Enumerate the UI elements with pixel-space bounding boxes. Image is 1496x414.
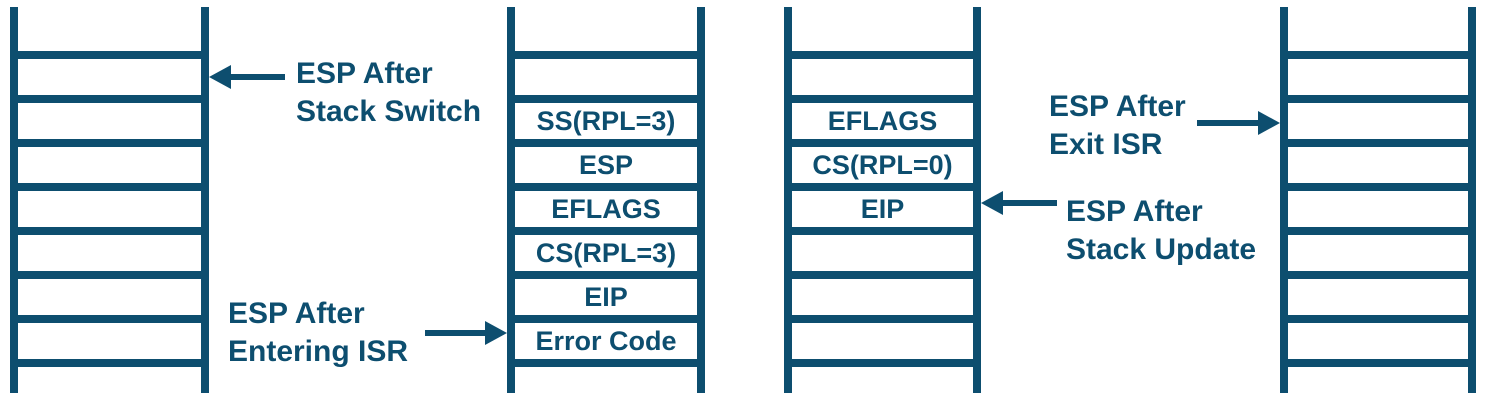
stack-rung <box>792 359 973 367</box>
stack-cell-eip: EIP <box>584 282 628 312</box>
stack-rung <box>18 51 201 59</box>
stack-rung <box>1288 51 1468 59</box>
stack-rung <box>1288 227 1468 235</box>
stack-rung <box>792 139 973 147</box>
stack-cell <box>18 147 201 183</box>
stack-cell <box>1288 323 1468 359</box>
stack-cell <box>1288 147 1468 183</box>
stack-rung <box>18 227 201 235</box>
stack-cell-ss: SS(RPL=3) <box>536 106 676 136</box>
stack-cell-error-code: Error Code <box>535 326 677 356</box>
stack-rung <box>1288 359 1468 367</box>
arrow-shaft <box>231 74 285 80</box>
callout-line: ESP After <box>296 57 433 90</box>
stack-rung <box>18 359 201 367</box>
stack-cell <box>18 323 201 359</box>
stack-cell <box>18 103 201 139</box>
stack-rung <box>18 315 201 323</box>
stack-cell <box>1288 235 1468 271</box>
stack-rung <box>515 139 697 147</box>
stack-open-bottom <box>18 367 201 393</box>
arrowhead-right-icon <box>1258 111 1280 135</box>
arrowhead-left-icon <box>209 65 231 89</box>
stack-open-top <box>515 7 697 51</box>
stack-rung <box>515 315 697 323</box>
stack-rung <box>792 183 973 191</box>
stack-rung <box>1288 183 1468 191</box>
stack-rung <box>1288 315 1468 323</box>
stack-cell-cs: CS(RPL=3) <box>535 238 677 268</box>
stack-rung <box>792 51 973 59</box>
stack-rung <box>1288 139 1468 147</box>
stack-cell <box>792 235 973 271</box>
stack-cell-eflags: EFLAGS <box>551 194 661 224</box>
stack-rung <box>18 95 201 103</box>
callout-line: Exit ISR <box>1049 128 1163 161</box>
arrowhead-left-icon <box>981 191 1003 215</box>
stack-cell <box>18 279 201 315</box>
callout-line: Entering ISR <box>228 335 409 368</box>
stack-rung <box>515 51 697 59</box>
stack-rung <box>18 183 201 191</box>
stack-cell <box>792 279 973 315</box>
stack-rung <box>792 315 973 323</box>
stack-cell <box>18 191 201 227</box>
stack-cell <box>1288 59 1468 95</box>
stack-rung <box>1288 95 1468 103</box>
stack-rung <box>792 95 973 103</box>
stack-rung <box>515 95 697 103</box>
stack-cell-esp: ESP <box>578 150 634 180</box>
esp-after-exit-isr-arrow <box>1197 111 1280 135</box>
stack-rung <box>515 183 697 191</box>
stack-ladder-4 <box>1280 7 1476 393</box>
stack-rung <box>515 359 697 367</box>
esp-after-stack-switch-arrow <box>209 65 285 89</box>
arrow-shaft <box>1003 200 1057 206</box>
esp-after-stack-update-arrow <box>981 191 1057 215</box>
esp-after-exit-isr-label: ESP After Exit ISR <box>1049 88 1186 164</box>
callout-line: Stack Switch <box>296 95 482 128</box>
esp-after-stack-switch-label: ESP After Stack Switch <box>296 55 481 131</box>
stack-rung <box>515 227 697 235</box>
stack-rung <box>18 271 201 279</box>
stack-cell <box>1288 103 1468 139</box>
stack-cell <box>792 59 973 95</box>
stack-rung <box>515 271 697 279</box>
stack-rung <box>18 139 201 147</box>
stack-cell <box>18 59 201 95</box>
stack-ladder-3: EFLAGS CS(RPL=0) EIP <box>784 7 981 393</box>
stack-cell-eflags: EFLAGS <box>827 106 938 136</box>
callout-line: Stack Update <box>1066 233 1257 266</box>
stack-open-top <box>792 7 973 51</box>
arrowhead-right-icon <box>485 321 507 345</box>
callout-line: ESP After <box>1049 90 1186 123</box>
stack-cell-eip: EIP <box>860 194 905 224</box>
callout-line: ESP After <box>1066 195 1203 228</box>
stack-rung <box>792 227 973 235</box>
stack-cell-cs: CS(RPL=0) <box>812 150 953 180</box>
callout-line: ESP After <box>228 297 365 330</box>
stack-open-top <box>1288 7 1468 51</box>
stack-rung <box>792 271 973 279</box>
arrow-shaft <box>1197 120 1258 126</box>
stack-cell <box>515 59 697 95</box>
stack-cell <box>1288 191 1468 227</box>
stack-open-bottom <box>1288 367 1468 393</box>
stack-cell <box>792 323 973 359</box>
stack-open-bottom <box>515 367 697 393</box>
stack-cell <box>1288 279 1468 315</box>
arrow-shaft <box>425 330 485 336</box>
stack-open-top <box>18 7 201 51</box>
esp-after-entering-isr-label: ESP After Entering ISR <box>228 295 408 371</box>
esp-after-entering-isr-arrow <box>425 321 507 345</box>
esp-after-stack-update-label: ESP After Stack Update <box>1066 193 1256 269</box>
stack-cell <box>18 235 201 271</box>
stack-ladder-2: SS(RPL=3) ESP EFLAGS CS(RPL=3) EIP Error… <box>507 7 705 393</box>
stack-ladder-1 <box>10 7 209 393</box>
stack-open-bottom <box>792 367 973 393</box>
stack-rung <box>1288 271 1468 279</box>
